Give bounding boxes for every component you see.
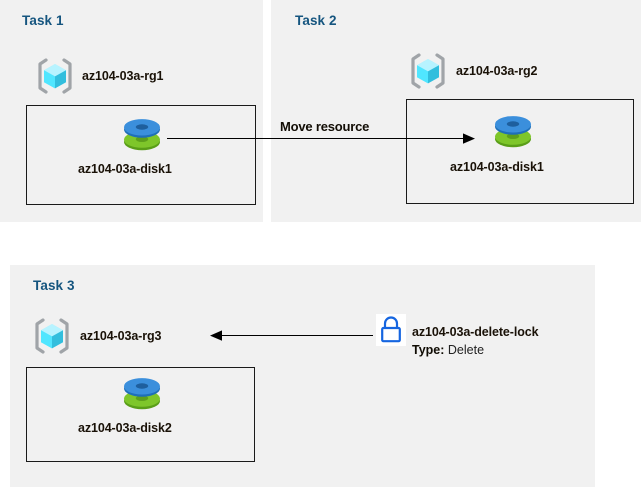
- panel-title-task-2: Task 2: [295, 13, 337, 28]
- resource-group-icon: [32, 317, 72, 355]
- lock-type-key: Type:: [412, 343, 445, 357]
- panel-title-task-1: Task 1: [22, 13, 64, 28]
- resource-group-label-rg3: az104-03a-rg3: [80, 329, 162, 343]
- resource-label-disk1-task2: az104-03a-disk1: [450, 160, 544, 174]
- resource-box-task-3: [26, 367, 255, 462]
- lock-type-row: Type: Delete: [412, 343, 484, 357]
- resource-group-icon: [408, 52, 448, 90]
- arrow-head-right-icon: [463, 132, 477, 145]
- resource-group-label-rg2: az104-03a-rg2: [456, 64, 538, 78]
- lock-icon: [376, 314, 406, 346]
- resource-label-disk2-task3: az104-03a-disk2: [78, 421, 172, 435]
- lock-name-label: az104-03a-delete-lock: [412, 325, 539, 339]
- resource-group-label-rg1: az104-03a-rg1: [82, 69, 164, 83]
- panel-title-task-3: Task 3: [33, 278, 75, 293]
- panel-task-2: [271, 0, 641, 222]
- lock-type-value: Delete: [447, 343, 485, 357]
- arrow-head-left-icon: [208, 329, 222, 342]
- connector-move-resource-line: [167, 138, 467, 139]
- managed-disk-icon: [120, 375, 164, 415]
- resource-label-disk1-task1: az104-03a-disk1: [78, 162, 172, 176]
- panel-task-1: [0, 0, 263, 222]
- resource-box-task-1: [26, 105, 256, 205]
- managed-disk-icon: [491, 113, 535, 153]
- connector-label-move-resource: Move resource: [280, 119, 370, 134]
- resource-group-icon: [35, 57, 75, 95]
- managed-disk-icon: [120, 116, 164, 156]
- connector-lock-line: [218, 335, 373, 336]
- panel-task-3: [10, 265, 595, 487]
- resource-box-task-2: [406, 99, 634, 204]
